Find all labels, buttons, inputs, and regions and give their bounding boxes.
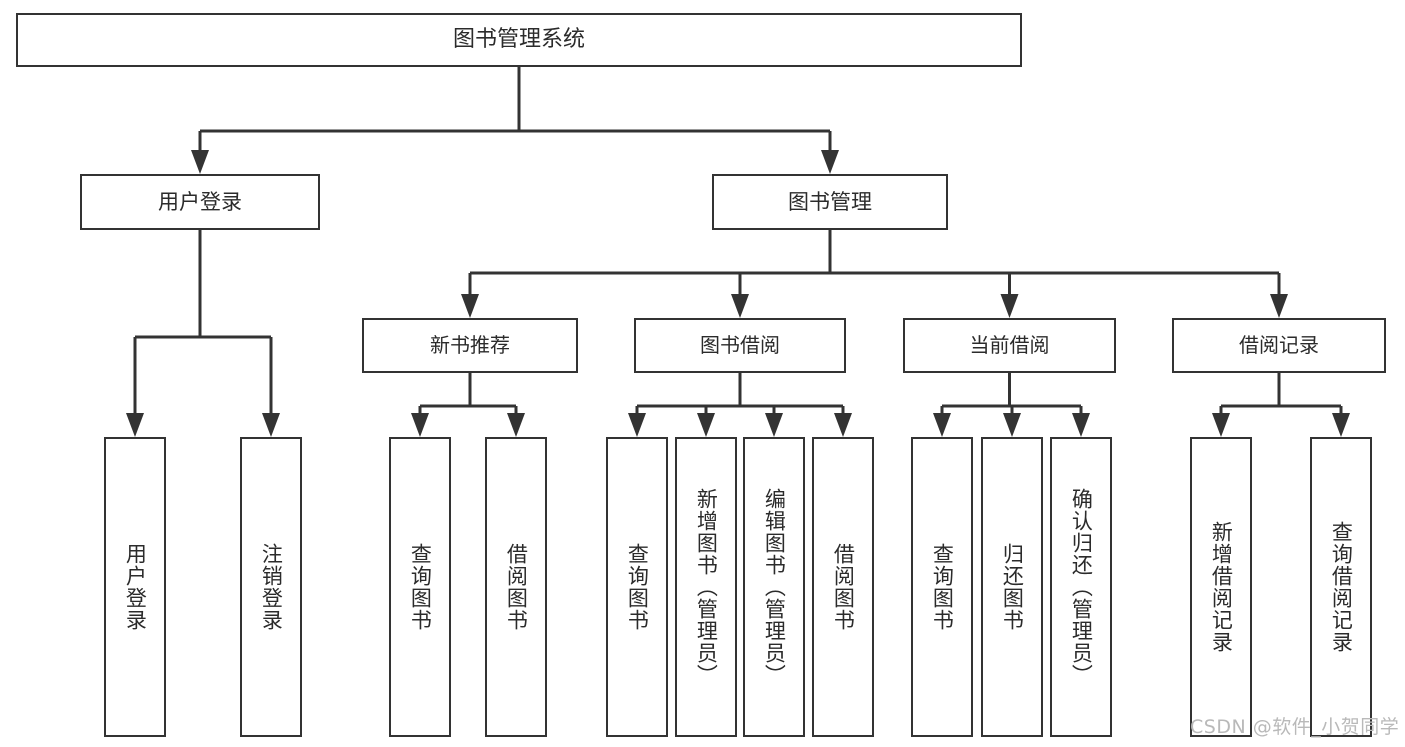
arrowhead-icon [262, 413, 280, 437]
arrowhead-icon [1212, 413, 1230, 437]
node-leaf-edit-book[interactable]: 编辑图书（管理员） [743, 437, 805, 737]
node-label: 用户登录 [123, 543, 148, 631]
node-label: 图书管理系统 [452, 27, 585, 53]
node-label: 图书管理 [788, 189, 872, 214]
node-label: 新增借阅记录 [1209, 521, 1234, 653]
arrowhead-icon [1332, 413, 1350, 437]
node-leaf-query-record[interactable]: 查询借阅记录 [1310, 437, 1372, 737]
node-leaf-add-book[interactable]: 新增图书（管理员） [675, 437, 737, 737]
arrowhead-icon [765, 413, 783, 437]
node-label: 注销登录 [259, 543, 284, 631]
node-label: 用户登录 [158, 189, 242, 214]
node-book-manage[interactable]: 图书管理 [712, 174, 948, 230]
arrowhead-icon [1000, 294, 1019, 318]
node-label: 查询图书 [625, 543, 650, 631]
arrowhead-icon [834, 413, 852, 437]
arrowhead-icon [461, 294, 479, 318]
arrowhead-icon [126, 413, 144, 437]
node-leaf-user-logout[interactable]: 注销登录 [240, 437, 302, 737]
arrowhead-icon [191, 150, 209, 174]
arrowhead-icon [1270, 294, 1288, 318]
node-current-borrow[interactable]: 当前借阅 [903, 318, 1116, 373]
node-leaf-query-book-3[interactable]: 查询图书 [911, 437, 973, 737]
arrowhead-icon [411, 413, 429, 437]
node-new-book-rec[interactable]: 新书推荐 [362, 318, 578, 373]
node-leaf-query-book-1[interactable]: 查询图书 [389, 437, 451, 737]
arrowhead-icon [628, 413, 646, 437]
arrowhead-icon [1072, 413, 1090, 437]
node-leaf-add-record[interactable]: 新增借阅记录 [1190, 437, 1252, 737]
node-label: 编辑图书（管理员） [762, 488, 787, 686]
arrowhead-icon [507, 413, 525, 437]
node-root[interactable]: 图书管理系统 [16, 13, 1022, 67]
node-user-login[interactable]: 用户登录 [80, 174, 320, 230]
arrowhead-icon [933, 413, 951, 437]
arrowhead-icon [1003, 413, 1021, 437]
node-leaf-borrow-book-1[interactable]: 借阅图书 [485, 437, 547, 737]
node-book-borrow[interactable]: 图书借阅 [634, 318, 846, 373]
arrowhead-icon [697, 413, 715, 437]
node-label: 借阅记录 [1239, 332, 1319, 357]
node-leaf-return-book[interactable]: 归还图书 [981, 437, 1043, 737]
node-label: 确认归还（管理员） [1069, 488, 1094, 686]
arrowhead-icon [731, 294, 749, 318]
node-label: 查询借阅记录 [1329, 521, 1354, 653]
node-label: 当前借阅 [969, 332, 1050, 357]
node-leaf-query-book-2[interactable]: 查询图书 [606, 437, 668, 737]
node-label: 查询图书 [930, 543, 955, 631]
node-leaf-borrow-book-2[interactable]: 借阅图书 [812, 437, 874, 737]
node-label: 借阅图书 [504, 543, 529, 631]
node-leaf-user-login[interactable]: 用户登录 [104, 437, 166, 737]
node-label: 归还图书 [1000, 543, 1025, 631]
arrowhead-icon [821, 150, 839, 174]
node-label: 新书推荐 [430, 332, 510, 357]
node-borrow-record[interactable]: 借阅记录 [1172, 318, 1386, 373]
node-label: 图书借阅 [700, 332, 780, 357]
node-leaf-confirm-return[interactable]: 确认归还（管理员） [1050, 437, 1112, 737]
node-label: 借阅图书 [831, 543, 856, 631]
node-label: 查询图书 [408, 543, 433, 631]
node-label: 新增图书（管理员） [694, 488, 719, 686]
